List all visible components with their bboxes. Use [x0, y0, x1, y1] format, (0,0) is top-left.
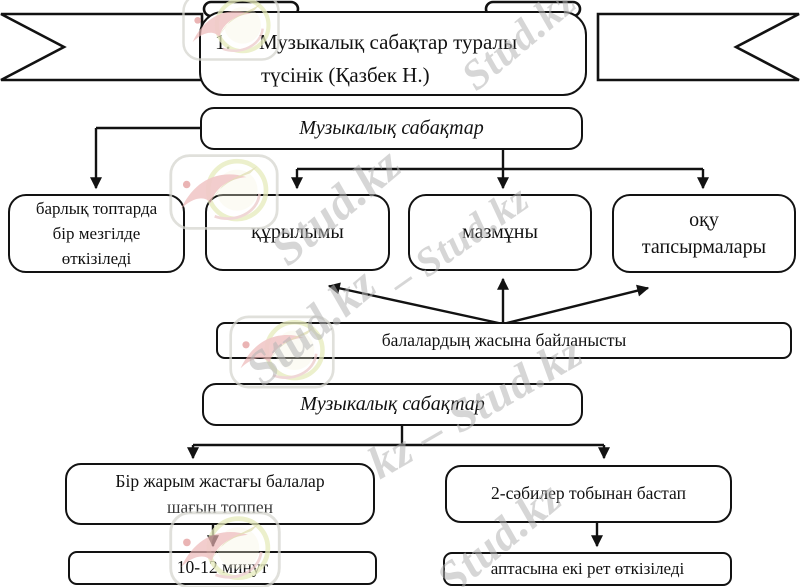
tree1-root-label: Музыкалық сабақтар [299, 117, 484, 139]
box-all-groups-line3: өткізіледі [61, 249, 132, 268]
box-all-groups-line1: барлық топтарда [35, 199, 158, 218]
box-toddlers-line1: Бір жарым жастағы балалар [115, 471, 325, 491]
tree2-root-box: Музыкалық сабақтар [202, 383, 583, 426]
banner-ribbon: 1. Музыкалық сабақтар туралы түсінік (Қаз… [199, 11, 587, 96]
box-frequency-label: аптасына екі рет өткізіледі [490, 558, 685, 578]
box-tasks-line2: тапсырмалары [641, 235, 767, 258]
note-label: балалардың жасына байланысты [381, 329, 627, 350]
box-tasks: оқу тапсырмалары [612, 194, 796, 273]
box-toddlers: Бір жарым жастағы балалар шағын топпен [65, 463, 375, 525]
note-arrows [327, 277, 650, 326]
box-content-label: мазмұны [462, 221, 538, 243]
box-toddlers-line2: шағын топпен [167, 497, 273, 517]
box-all-groups: барлық топтарда бір мезгілде өткізіледі [8, 194, 185, 273]
tree2-root-label: Музыкалық сабақтар [300, 393, 485, 415]
banner-title-line1: Музыкалық сабақтар туралы [259, 30, 518, 54]
box-nursery-label: 2-сәбилер тобынан бастап [491, 483, 686, 504]
box-duration-label: 10-12 минут [176, 557, 269, 578]
box-frequency: аптасына екі рет өткізіледі [443, 552, 732, 586]
banner-number: 1. [215, 30, 231, 54]
box-all-groups-line2: бір мезгілде [52, 224, 141, 243]
note-box: балалардың жасына байланысты [216, 322, 792, 359]
box-structure-label: құрылымы [251, 221, 344, 243]
box-duration: 10-12 минут [68, 551, 377, 585]
box-structure: құрылымы [205, 194, 390, 271]
box-tasks-line1: оқу [689, 208, 719, 231]
banner-title: 1. Музыкалық сабақтар туралы түсінік (Қаз… [201, 26, 585, 92]
box-content: мазмұны [408, 194, 592, 271]
box-nursery: 2-сәбилер тобынан бастап [445, 465, 732, 523]
banner-title-line2: түсінік (Қазбек Н.) [261, 63, 430, 87]
tree1-root-box: Музыкалық сабақтар [200, 107, 583, 150]
